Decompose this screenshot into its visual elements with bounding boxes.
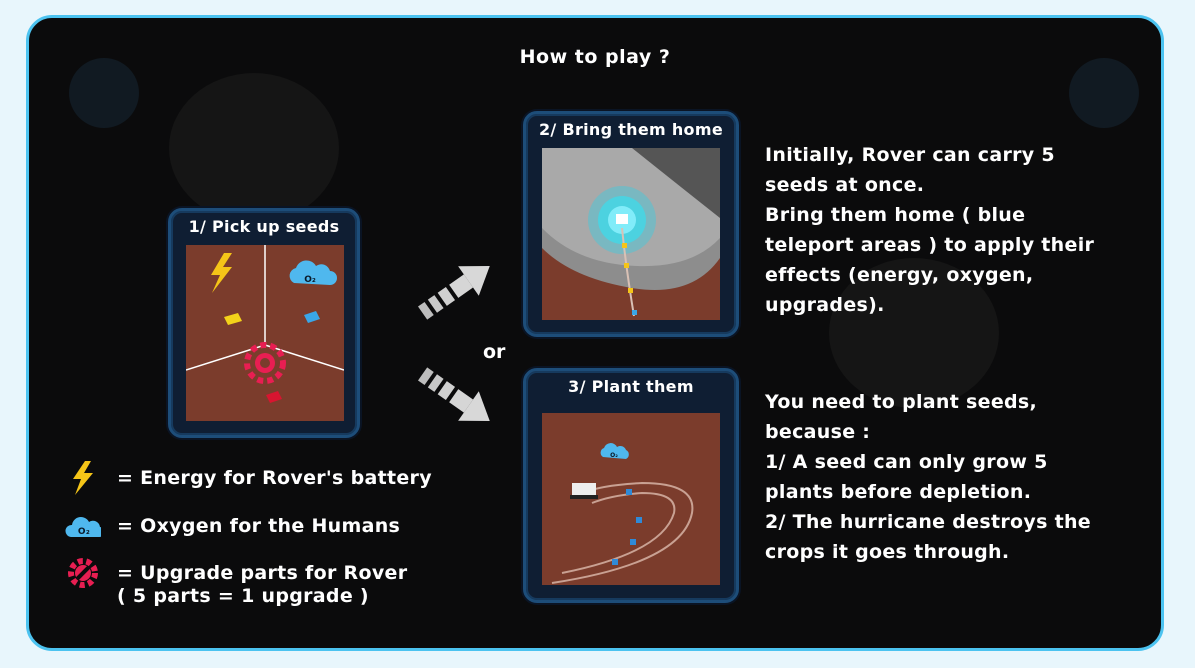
text-line: upgrades). bbox=[765, 294, 885, 316]
legend-upgrade-label: = Upgrade parts for Rover bbox=[117, 562, 408, 584]
bring-card-header: 2/ Bring them home bbox=[539, 120, 723, 139]
text-line: effects (energy, oxygen, bbox=[765, 264, 1034, 286]
legend-oxygen-label: = Oxygen for the Humans bbox=[117, 515, 401, 537]
plant-card-header: 3/ Plant them bbox=[568, 377, 694, 396]
gear-wrench-icon bbox=[65, 555, 101, 591]
oxygen-icon-label: O₂ bbox=[78, 527, 90, 537]
power-icon bbox=[69, 58, 139, 128]
background-rock bbox=[829, 258, 999, 408]
plant-description: You need to plant seeds, because : 1/ A … bbox=[765, 387, 1091, 567]
text-line: 1/ A seed can only grow 5 bbox=[765, 451, 1048, 473]
pickup-card-header: 1/ Pick up seeds bbox=[188, 217, 340, 236]
text-line: teleport areas ) to apply their bbox=[765, 234, 1095, 256]
svg-text:O₂: O₂ bbox=[304, 275, 316, 285]
legend-upgrade-note-label: ( 5 parts = 1 upgrade ) bbox=[117, 585, 369, 607]
plant-them-image: O₂ bbox=[542, 413, 720, 585]
arrow-right-icon bbox=[418, 266, 490, 320]
legend-energy-label: = Energy for Rover's battery bbox=[117, 467, 432, 489]
text-line: You need to plant seeds, bbox=[765, 391, 1038, 413]
pickup-seeds-card: 1/ Pick up seeds O₂ bbox=[168, 208, 360, 438]
page-title: How to play ? bbox=[519, 46, 671, 68]
lightning-icon bbox=[65, 460, 101, 496]
or-label: or bbox=[483, 341, 506, 363]
text-line: because : bbox=[765, 421, 871, 443]
bring-home-image bbox=[542, 148, 720, 320]
text-line: crops it goes through. bbox=[765, 541, 1010, 563]
text-line: plants before depletion. bbox=[765, 481, 1032, 503]
legend-upgrade-note: ( 5 parts = 1 upgrade ) bbox=[117, 585, 369, 607]
help-icon bbox=[1069, 58, 1139, 128]
help-dialog: How to play ? 1/ Pick up seeds O₂ bbox=[26, 15, 1164, 651]
text-line: 2/ The hurricane destroys the bbox=[765, 511, 1091, 533]
legend-upgrade: = Upgrade parts for Rover bbox=[65, 555, 407, 591]
text-line: seeds at once. bbox=[765, 174, 925, 196]
text-line: Initially, Rover can carry 5 bbox=[765, 144, 1055, 166]
legend-energy: = Energy for Rover's battery bbox=[65, 460, 432, 496]
bring-home-description: Initially, Rover can carry 5 seeds at on… bbox=[765, 140, 1094, 320]
legend-oxygen: O₂ = Oxygen for the Humans bbox=[65, 508, 400, 544]
background-rock bbox=[169, 73, 339, 223]
text-line: Bring them home ( blue bbox=[765, 204, 1026, 226]
plant-them-card: 3/ Plant them O₂ bbox=[523, 368, 739, 603]
oxygen-cloud-icon: O₂ bbox=[65, 508, 101, 544]
bring-home-card: 2/ Bring them home bbox=[523, 111, 739, 337]
arrow-right-icon bbox=[418, 367, 490, 421]
svg-text:O₂: O₂ bbox=[610, 452, 618, 459]
pickup-seeds-image: O₂ bbox=[186, 245, 344, 421]
